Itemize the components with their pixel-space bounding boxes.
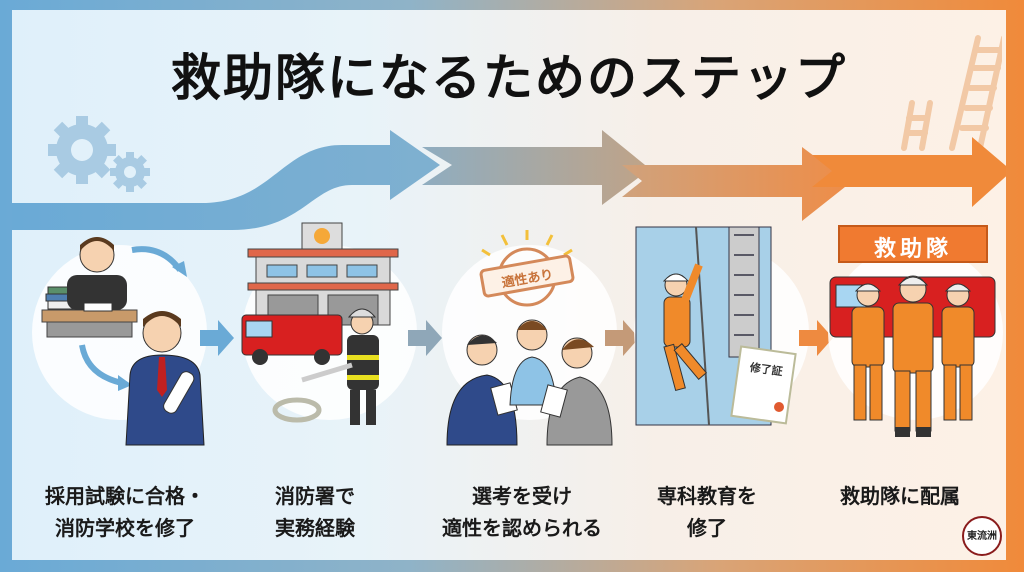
steps-row: 適性あり (12, 215, 1006, 455)
step-1-label: 採用試験に合格・ 消防学校を修了 (45, 484, 205, 540)
step-arrow-1 (200, 320, 234, 356)
infographic-panel: 救助隊になるためのステップ (12, 10, 1006, 560)
certificate-label: 修了証 (748, 360, 784, 379)
progress-arrows (12, 125, 1006, 235)
step-5-label: 救助隊に配属 (840, 484, 960, 508)
page-title: 救助隊になるためのステップ (171, 49, 847, 107)
step-4-label: 専科教育を 修了 (657, 484, 757, 540)
step-3-illustration: 適性あり (432, 215, 622, 455)
step-arrow-2 (408, 320, 442, 356)
step-4-illustration: 修了証 (624, 215, 814, 455)
step-arrow-4 (799, 320, 833, 356)
step-2-label: 消防署で 実務経験 (275, 484, 355, 540)
step-arrow-3 (605, 320, 639, 356)
ladder-icon (882, 18, 1002, 153)
step-5-illustration: 救助隊 (818, 215, 1006, 455)
step-2-illustration (232, 215, 422, 455)
step-1-illustration (22, 215, 212, 455)
seal-stamp: 東流洲 (962, 516, 1002, 556)
rescue-banner: 救助隊 (838, 225, 988, 263)
gears-icon (42, 110, 162, 200)
step-3-label: 選考を受け 適性を認められる (442, 484, 602, 540)
